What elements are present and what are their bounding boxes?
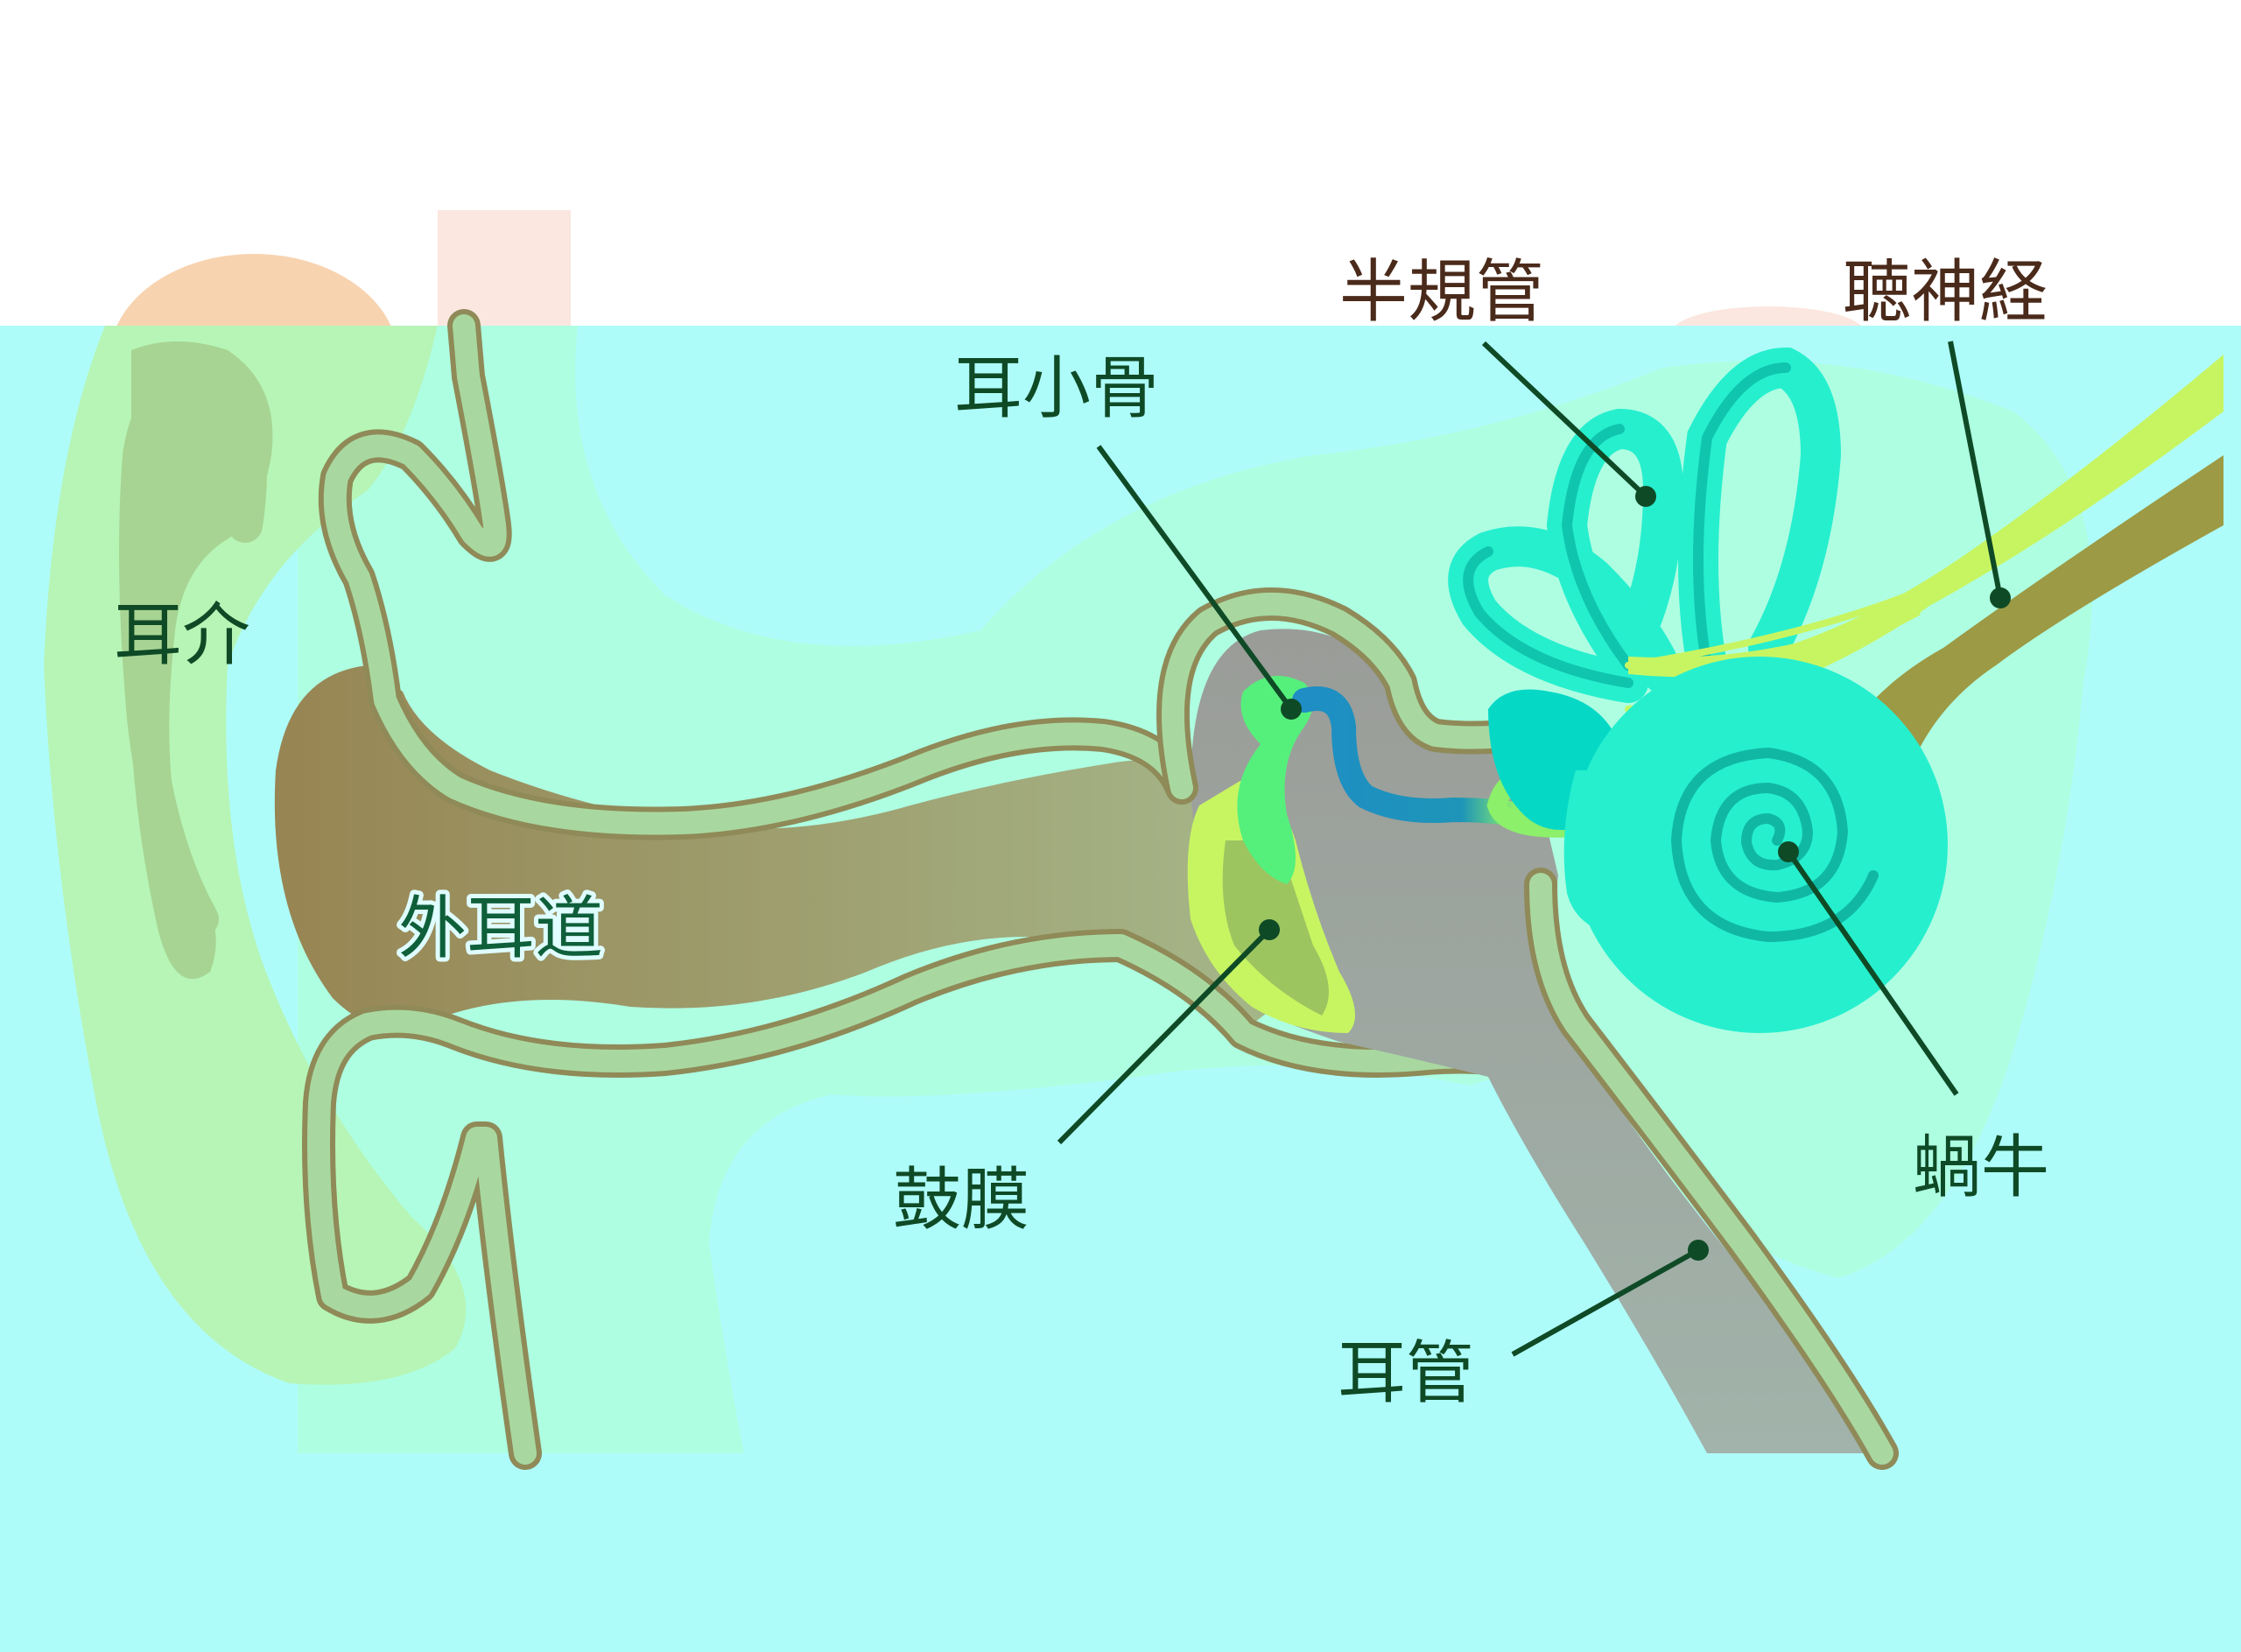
auricle-helix [119, 369, 267, 937]
label-auricle: 耳介 [114, 596, 250, 675]
leader-nerve [1948, 341, 2003, 599]
top-strip [0, 0, 2241, 326]
ossicle-malleus [1237, 676, 1313, 884]
label-eardrum: 鼓膜 [893, 1161, 1029, 1240]
leader-eustachian [1511, 1248, 1700, 1357]
cavity-wall-fill [1162, 593, 1526, 799]
canal-shade-1 [1561, 424, 1633, 671]
leader-nerve-dot [1990, 587, 2011, 608]
ear-canal-body [274, 665, 1288, 1030]
label-ossicles: 耳小骨 [954, 349, 1159, 428]
label-auditory-nerve: 聴神経 [1843, 253, 2048, 332]
tube-wall-fill [1529, 873, 1893, 1465]
middle-ear-cavity [1191, 629, 1882, 1453]
auditory-nerve-trunk [1823, 455, 2223, 840]
leader-eardrum-dot [1259, 919, 1280, 940]
canal-lower-wall-fill [307, 934, 1570, 1465]
ossicle-incus-stapes [1292, 686, 1527, 826]
leader-ossicles-dot [1281, 699, 1302, 720]
leader-cochlea-dot [1778, 841, 1799, 862]
label-cochlea: 蝸牛 [1913, 1128, 2049, 1207]
canal-upper-wall-fill [323, 314, 1193, 835]
leader-ossicles [1096, 445, 1294, 711]
label-eustachian-tube: 耳管 [1338, 1334, 1474, 1413]
leader-cochlea [1786, 850, 1959, 1096]
canal-shade-2 [1693, 362, 1791, 671]
leader-eustachian-dot [1688, 1240, 1709, 1261]
leader-lines [1057, 341, 2011, 1357]
leader-semicircular [1481, 341, 1648, 499]
semicircular-canals-shade [1463, 362, 1791, 688]
nerve-fiber-1 [1625, 592, 1912, 669]
cochlea-spiral [1670, 747, 1879, 943]
cochlea-body [1571, 657, 1948, 1033]
leader-semicircular-dot [1635, 486, 1656, 507]
label-ear-canal: 外耳道 [398, 889, 603, 968]
leader-eardrum [1057, 927, 1272, 1145]
cochlea-body-left [1563, 770, 1619, 937]
label-semicircular-canals: 半規管 [1339, 253, 1544, 332]
canal-shade-3 [1463, 546, 1633, 688]
